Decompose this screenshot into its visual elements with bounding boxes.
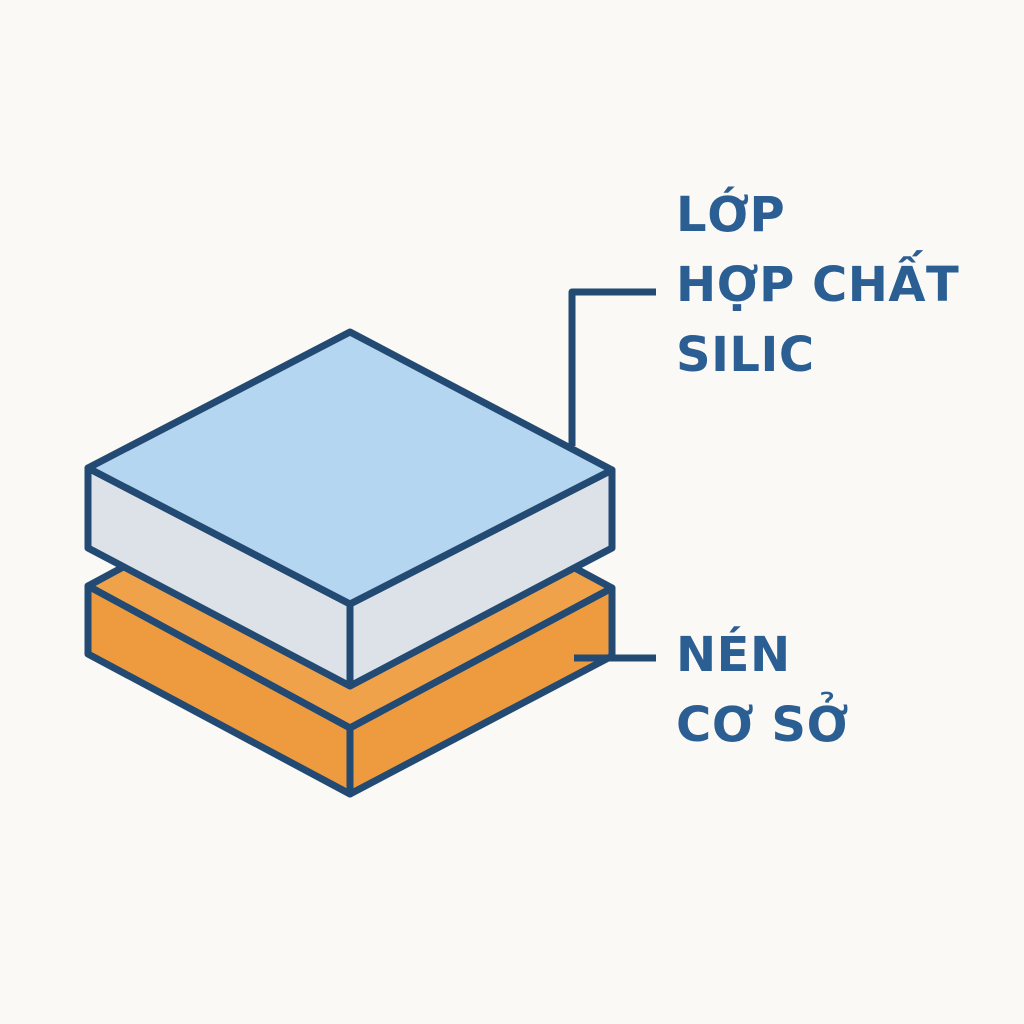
substrate-label-line-1: NÉN: [676, 627, 791, 683]
substrate-label-line-2: CƠ SỞ: [676, 697, 849, 753]
substrate-label: NÉN CƠ SỞ: [676, 620, 849, 760]
silicate-layer-leader-line: [568, 288, 656, 446]
silicate-layer-top-face: [84, 328, 616, 608]
silicate-layer-label-line-1: LỚP: [676, 187, 786, 243]
silicate-layer-label-line-2: HỢP CHẤT: [676, 257, 960, 313]
silicate-layer-label: LỚP HỢP CHẤT SILIC: [676, 180, 959, 390]
silicate-layer-slab: [84, 328, 616, 690]
silicate-layer-label-line-3: SILIC: [676, 327, 815, 383]
